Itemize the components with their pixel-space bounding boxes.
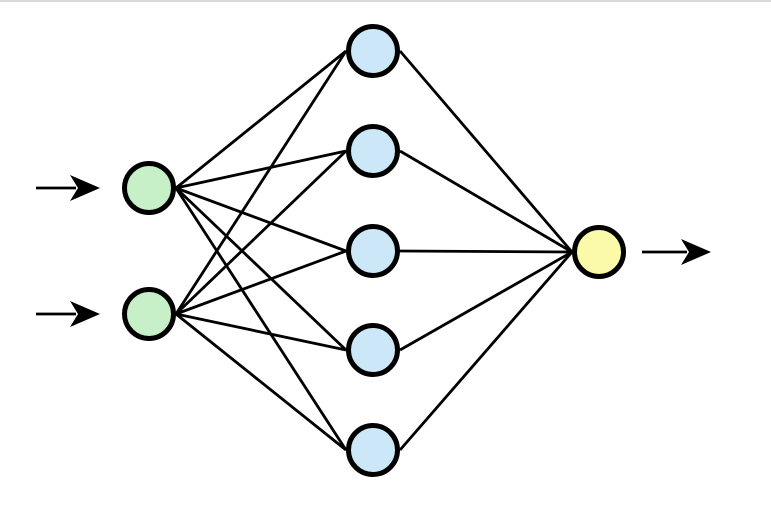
- edge-h1-o1: [398, 50, 574, 253]
- edge-i1-h3: [175, 186, 347, 253]
- edge-h4-o1: [399, 250, 573, 352]
- input-node-2: [122, 287, 176, 341]
- hidden-node-2: [346, 124, 400, 178]
- hidden-node-1: [346, 24, 400, 78]
- top-border-divider: [0, 0, 771, 2]
- edge-i1-h1: [175, 49, 347, 190]
- edge-h5-o1: [398, 251, 574, 451]
- edge-i2-h4: [175, 312, 347, 352]
- edge-i1-h4: [175, 186, 347, 352]
- edge-h2-o1: [399, 149, 573, 254]
- hidden-node-5: [346, 423, 400, 477]
- input-node-1: [122, 161, 176, 215]
- input-arrow-2-head-icon: [70, 301, 100, 327]
- hidden-node-4: [346, 323, 400, 377]
- edge-i2-h3: [175, 249, 347, 316]
- output-node-1: [572, 225, 626, 279]
- edge-i2-h2: [175, 149, 347, 316]
- output-arrow-head-icon: [681, 239, 711, 265]
- edge-h3-o1: [399, 249, 573, 254]
- edge-i1-h5: [174, 187, 348, 451]
- edge-i2-h5: [175, 312, 347, 452]
- input-arrow-1-head-icon: [70, 175, 100, 201]
- edge-i1-h2: [175, 149, 347, 190]
- edge-i2-h1: [174, 50, 348, 315]
- hidden-node-3: [346, 224, 400, 278]
